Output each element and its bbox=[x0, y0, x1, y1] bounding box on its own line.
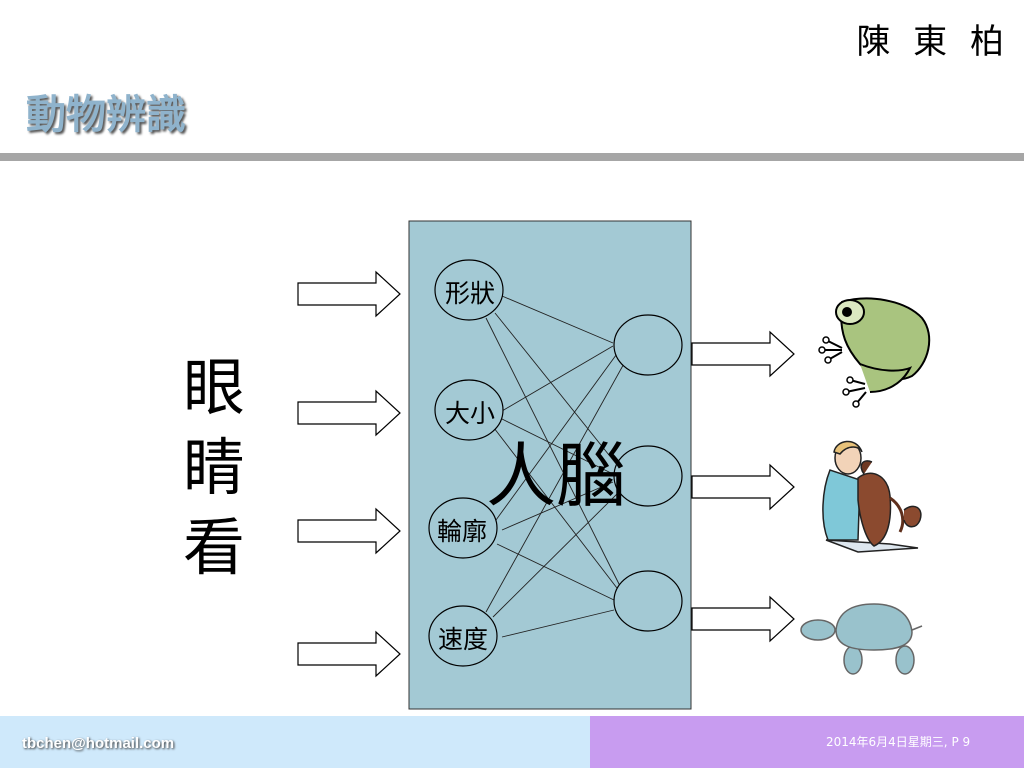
input-node-contour bbox=[428, 497, 498, 559]
footer-email: tbchen@hotmail.com bbox=[22, 735, 175, 752]
input-label-size: 大小 bbox=[445, 399, 495, 428]
input-node-size bbox=[434, 379, 504, 441]
input-arrow-1 bbox=[297, 270, 401, 318]
footer-page-info: 2014年6月4日星期三, P 9 bbox=[826, 735, 971, 749]
input-node-speed bbox=[428, 605, 498, 667]
output-node-2 bbox=[613, 445, 683, 507]
neural-network-diagram: 形狀 大小 輪廓 速度 人腦 bbox=[297, 220, 931, 710]
input-arrow-2 bbox=[297, 389, 401, 437]
eyes-label-char-1: 眼 bbox=[182, 351, 245, 424]
output-node-1 bbox=[613, 314, 683, 376]
slide-title: 動物辨識 bbox=[26, 92, 186, 138]
output-arrow-3 bbox=[691, 595, 795, 643]
brain-label: 人腦 bbox=[486, 435, 626, 517]
footer-right-band bbox=[590, 716, 1024, 768]
output-node-3 bbox=[613, 570, 683, 632]
output-arrow-1 bbox=[691, 330, 795, 378]
input-label-speed: 速度 bbox=[438, 625, 488, 654]
girl-hugging-dog-icon bbox=[822, 440, 922, 553]
title-divider bbox=[0, 153, 1024, 161]
frog-icon bbox=[818, 297, 931, 408]
input-label-shape: 形狀 bbox=[445, 279, 495, 308]
eyes-label-char-2: 睛 bbox=[182, 431, 245, 504]
eyes-label-char-3: 看 bbox=[182, 511, 245, 584]
input-label-contour: 輪廓 bbox=[437, 517, 487, 546]
output-arrow-2 bbox=[691, 463, 795, 511]
footer-left-band bbox=[0, 716, 590, 768]
input-arrow-3 bbox=[297, 507, 401, 555]
author-name: 陳 東 柏 bbox=[856, 22, 1010, 62]
input-arrow-4 bbox=[297, 630, 401, 678]
turtle-icon bbox=[800, 603, 923, 675]
eyes-label: 眼 睛 看 bbox=[178, 348, 250, 588]
input-node-shape bbox=[434, 259, 504, 321]
